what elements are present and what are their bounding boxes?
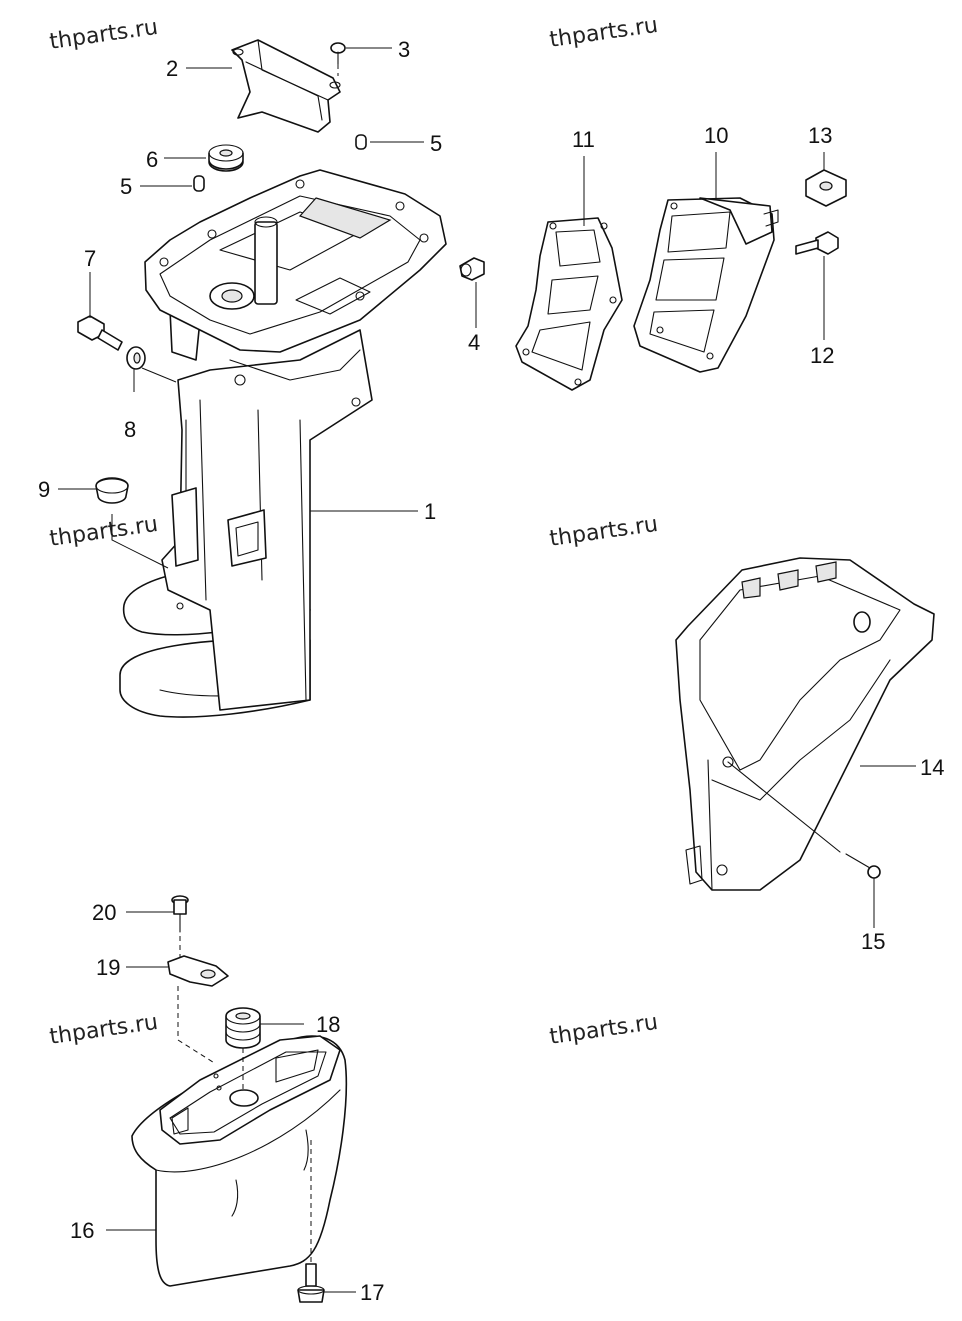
part-1-upper-casing	[119, 169, 447, 718]
part-11-gasket	[515, 217, 623, 391]
callout-19: 19	[96, 955, 120, 980]
callout-13: 13	[808, 123, 832, 148]
callout-5-left: 5	[120, 174, 132, 199]
leader-lines	[58, 47, 916, 1293]
part-3-screw	[330, 42, 346, 65]
part-5-dowel-pin-right	[355, 134, 367, 150]
part-17-bolt	[297, 1263, 325, 1303]
callout-numbers: 1 2 3 4 5 5 6 7 8 9 10 11 12 13 14 15 16…	[38, 37, 944, 1305]
callout-10: 10	[704, 123, 728, 148]
part-4-plug	[459, 257, 485, 281]
callout-8: 8	[124, 417, 136, 442]
part-16-lower-casing	[131, 1035, 348, 1287]
part-9-plug	[95, 477, 129, 504]
part-5-dowel-pin-left	[193, 175, 205, 192]
callout-11: 11	[572, 127, 595, 152]
part-2-bracket	[231, 39, 341, 133]
callout-6: 6	[146, 147, 158, 172]
part-10-exhaust-guide	[633, 197, 779, 373]
callout-1: 1	[424, 499, 436, 524]
callout-3: 3	[398, 37, 410, 62]
callout-9: 9	[38, 477, 50, 502]
part-14-apron	[675, 557, 935, 891]
callout-4: 4	[468, 330, 480, 355]
part-19-plate	[167, 955, 229, 987]
part-20-bolt	[171, 895, 189, 933]
callout-2: 2	[166, 56, 178, 81]
part-15-screw	[727, 761, 881, 879]
callout-12: 12	[810, 343, 834, 368]
callout-5-right: 5	[430, 131, 442, 156]
callout-18: 18	[316, 1012, 340, 1037]
callout-7: 7	[84, 246, 96, 271]
part-18-grommet	[225, 1007, 261, 1049]
callout-17: 17	[360, 1280, 384, 1305]
callout-15: 15	[861, 929, 885, 954]
part-6-collar	[208, 144, 244, 172]
callout-20: 20	[92, 900, 116, 925]
part-13-nut	[805, 169, 847, 207]
callout-14: 14	[920, 755, 944, 780]
part-7-bolt	[77, 315, 123, 351]
callout-16: 16	[70, 1218, 94, 1243]
part-8-washer	[126, 346, 146, 370]
part-12-bolt	[795, 231, 839, 255]
